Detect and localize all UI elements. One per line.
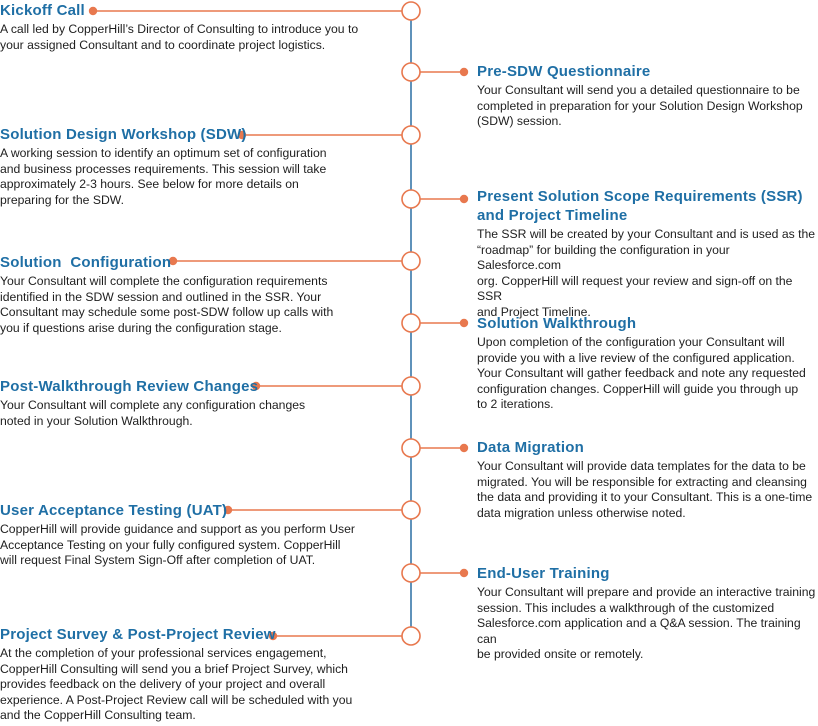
- step-title: Data Migration: [477, 439, 584, 456]
- step-title: Post-Walkthrough Review Changes: [0, 378, 259, 395]
- timeline-node: [401, 376, 421, 396]
- step-description: The SSR will be created by your Consulta…: [477, 227, 816, 319]
- step-title: Kickoff Call: [0, 2, 85, 19]
- timeline-node: [401, 125, 421, 145]
- timeline-node: [401, 189, 421, 209]
- step-description: Your Consultant will complete any config…: [0, 398, 306, 428]
- connector-dot: [459, 568, 469, 578]
- connector-dot: [268, 631, 278, 641]
- timeline-node: [401, 313, 421, 333]
- step-description: Your Consultant will provide data templa…: [477, 459, 813, 520]
- timeline-node: [401, 251, 421, 271]
- connector-dot: [88, 6, 98, 16]
- connector-dot: [459, 194, 469, 204]
- connector-dot: [459, 318, 469, 328]
- timeline-step: Project Survey & Post-Project Review At t…: [0, 625, 380, 724]
- timeline-node: [401, 626, 421, 646]
- step-title: Project Survey & Post-Project Review: [0, 626, 276, 643]
- step-title: Solution Walkthrough: [477, 315, 637, 332]
- step-description: Your Consultant will prepare and provide…: [477, 585, 816, 662]
- connector-dot: [459, 443, 469, 453]
- step-description: Upon completion of the configuration you…: [477, 335, 806, 412]
- step-title: Solution Configuration: [0, 254, 172, 271]
- connector-dot: [168, 256, 178, 266]
- step-description: Your Consultant will complete the config…: [0, 274, 334, 335]
- timeline-step: Kickoff Call A call led by CopperHill’s D…: [0, 1, 380, 53]
- timeline-node: [401, 563, 421, 583]
- step-description: CopperHill will provide guidance and sup…: [0, 522, 355, 568]
- step-title: Pre-SDW Questionnaire: [477, 63, 651, 80]
- timeline-step: Present Solution Scope Requirements (SSR…: [477, 187, 817, 321]
- step-description: Your Consultant will send you a detailed…: [477, 83, 803, 129]
- step-title: End-User Training: [477, 565, 610, 582]
- step-title: Present Solution Scope Requirements (SSR…: [477, 188, 803, 224]
- connector-dot: [237, 130, 247, 140]
- step-description: A working session to identify an optimum…: [0, 146, 327, 207]
- timeline-node: [401, 438, 421, 458]
- timeline-node: [401, 1, 421, 21]
- timeline-step: Solution Design Workshop (SDW) A working …: [0, 125, 380, 208]
- connector-dot: [459, 67, 469, 77]
- step-description: At the completion of your professional s…: [0, 646, 353, 723]
- step-description: A call led by CopperHill’s Director of C…: [0, 22, 359, 52]
- connector-dot: [223, 505, 233, 515]
- timeline-node: [401, 500, 421, 520]
- connector-dot: [251, 381, 261, 391]
- step-title: Solution Design Workshop (SDW): [0, 126, 247, 143]
- timeline-step: User Acceptance Testing (UAT) CopperHill …: [0, 501, 380, 569]
- step-title: User Acceptance Testing (UAT): [0, 502, 228, 519]
- timeline-node: [401, 62, 421, 82]
